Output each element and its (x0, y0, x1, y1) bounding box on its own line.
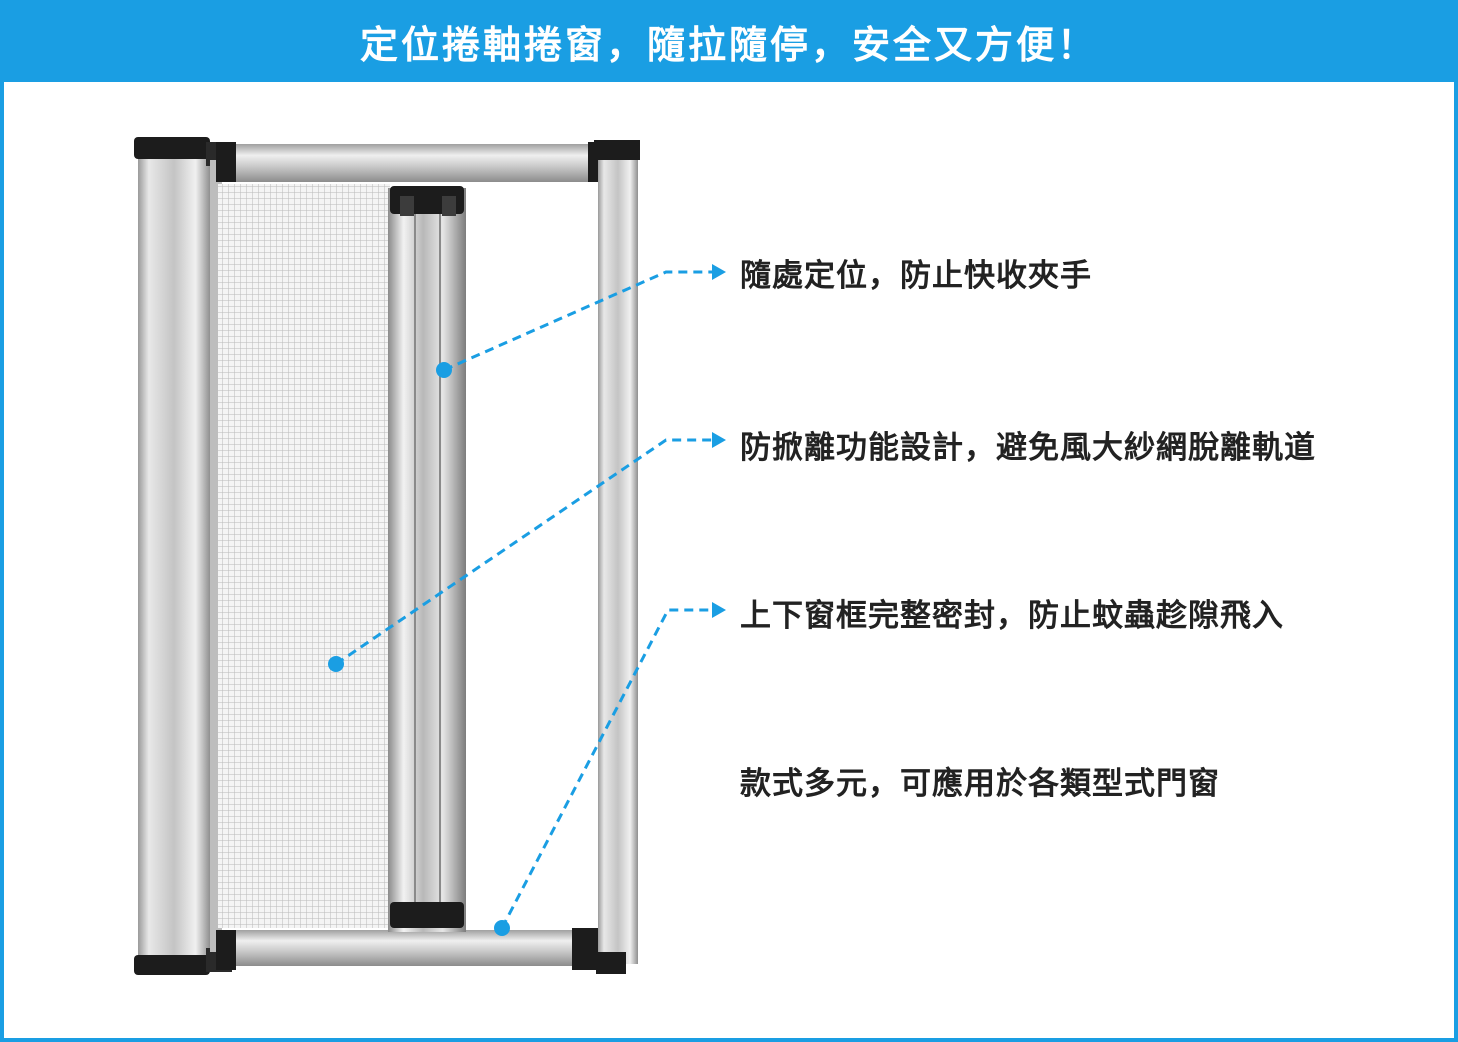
page-title: 定位捲軸捲窗，隨拉隨停，安全又方便！ (359, 22, 1098, 67)
feature-positioning: 隨處定位，防止快收夾手 (740, 258, 1092, 294)
callout-lines (335, 270, 712, 929)
top-rail (216, 142, 622, 182)
callout-dots (328, 362, 510, 936)
feature-versatility: 款式多元，可應用於各類型式門窗 (740, 766, 1220, 802)
left-cassette (134, 137, 232, 975)
right-post (594, 140, 640, 974)
insect-mesh (218, 184, 390, 928)
feature-sealing: 上下窗框完整密封，防止蚊蟲趁隙飛入 (740, 598, 1284, 634)
feature-anti-detach: 防掀離功能設計，避免風大紗網脫離軌道 (740, 430, 1316, 466)
bottom-rail (216, 928, 598, 970)
title-banner: 定位捲軸捲窗，隨拉隨停，安全又方便！ (0, 0, 1458, 82)
callout-arrowheads (712, 264, 726, 618)
pull-bar (388, 186, 466, 932)
